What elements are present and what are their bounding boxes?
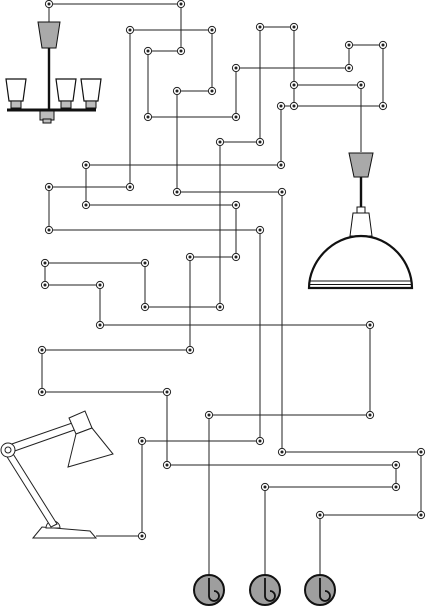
desk-lamp-lower-arm — [3, 448, 58, 528]
wire-node[interactable] — [172, 86, 182, 96]
wire-node[interactable] — [276, 101, 286, 111]
wire-node[interactable] — [391, 460, 401, 470]
wire-node[interactable] — [344, 40, 354, 50]
wire-node[interactable] — [44, 0, 54, 9]
wire-node[interactable] — [277, 447, 287, 457]
wire-node[interactable] — [40, 258, 50, 268]
pendant-dome — [307, 234, 414, 290]
rotary-switch-1[interactable] — [193, 574, 225, 606]
desk-lamp[interactable] — [0, 410, 114, 539]
wire-node[interactable] — [81, 200, 91, 210]
wire-node[interactable] — [162, 387, 172, 397]
wire-node[interactable] — [289, 22, 299, 32]
wire-node[interactable] — [231, 200, 241, 210]
wire-node[interactable] — [162, 460, 172, 470]
chandelier-cup-left — [5, 78, 27, 109]
chandelier-cup-right — [80, 78, 102, 109]
connection-nodes — [37, 0, 426, 541]
switch-row — [193, 574, 336, 606]
pendant-neck — [349, 212, 373, 237]
wire-node[interactable] — [143, 46, 153, 56]
wire-node[interactable] — [143, 112, 153, 122]
wire-node[interactable] — [231, 252, 241, 262]
wire-c — [176, 90, 422, 593]
wire-node[interactable] — [44, 225, 54, 235]
wire-node[interactable] — [37, 345, 47, 355]
wire-node[interactable] — [344, 63, 354, 73]
rotary-switch-3[interactable] — [304, 574, 336, 606]
desk-lamp-shade — [67, 427, 114, 468]
wire-node[interactable] — [416, 447, 426, 457]
wire-f — [41, 105, 397, 593]
pendant-collar — [356, 206, 366, 214]
wire-node[interactable] — [140, 302, 150, 312]
wire-node[interactable] — [215, 302, 225, 312]
wire-node[interactable] — [289, 80, 299, 90]
wire-e — [259, 26, 295, 142]
wire-chandelier-top — [48, 3, 182, 51]
chandelier-lamp[interactable] — [5, 21, 102, 124]
wire-node[interactable] — [231, 63, 241, 73]
wire-node[interactable] — [207, 25, 217, 35]
wire-node[interactable] — [365, 410, 375, 420]
wire-node[interactable] — [125, 25, 135, 35]
wire-node[interactable] — [231, 112, 241, 122]
wire-node[interactable] — [289, 101, 299, 111]
wire-node[interactable] — [40, 280, 50, 290]
wire-node[interactable] — [378, 40, 388, 50]
wire-node[interactable] — [176, 0, 186, 9]
wire-node[interactable] — [137, 436, 147, 446]
wire-node[interactable] — [44, 182, 54, 192]
wire-node[interactable] — [215, 137, 225, 147]
wire-node[interactable] — [255, 22, 265, 32]
wire-d — [44, 141, 371, 593]
wire-node[interactable] — [137, 531, 147, 541]
wire-node[interactable] — [260, 482, 270, 492]
chandelier-hub-cap — [42, 118, 52, 124]
wire-node[interactable] — [81, 160, 91, 170]
wire-node[interactable] — [255, 436, 265, 446]
wire-node[interactable] — [276, 160, 286, 170]
wire-node[interactable] — [37, 387, 47, 397]
wire-node[interactable] — [255, 225, 265, 235]
wire-node[interactable] — [95, 280, 105, 290]
pendant-top-shade — [348, 152, 374, 178]
wire-a — [147, 44, 384, 152]
wire-node[interactable] — [391, 482, 401, 492]
wire-node[interactable] — [185, 252, 195, 262]
wire-node[interactable] — [185, 345, 195, 355]
wire-node[interactable] — [277, 187, 287, 197]
wire-node[interactable] — [95, 320, 105, 330]
wire-node[interactable] — [176, 46, 186, 56]
wire-node[interactable] — [172, 187, 182, 197]
chandelier-cup-middle — [55, 78, 77, 109]
wire-node[interactable] — [140, 258, 150, 268]
desk-lamp-base — [31, 526, 98, 539]
wire-node[interactable] — [365, 320, 375, 330]
pendant-lamp[interactable] — [307, 152, 414, 290]
rotary-switch-2[interactable] — [249, 574, 281, 606]
wire-node[interactable] — [356, 80, 366, 90]
wire-node[interactable] — [315, 510, 325, 520]
wire-node[interactable] — [207, 86, 217, 96]
wire-node[interactable] — [255, 137, 265, 147]
wire-node[interactable] — [416, 510, 426, 520]
wire-node[interactable] — [378, 101, 388, 111]
wire-node[interactable] — [204, 410, 214, 420]
wire-node[interactable] — [125, 182, 135, 192]
chandelier-top-shade — [37, 21, 61, 49]
desk-lamp-upper-arm — [5, 421, 78, 454]
